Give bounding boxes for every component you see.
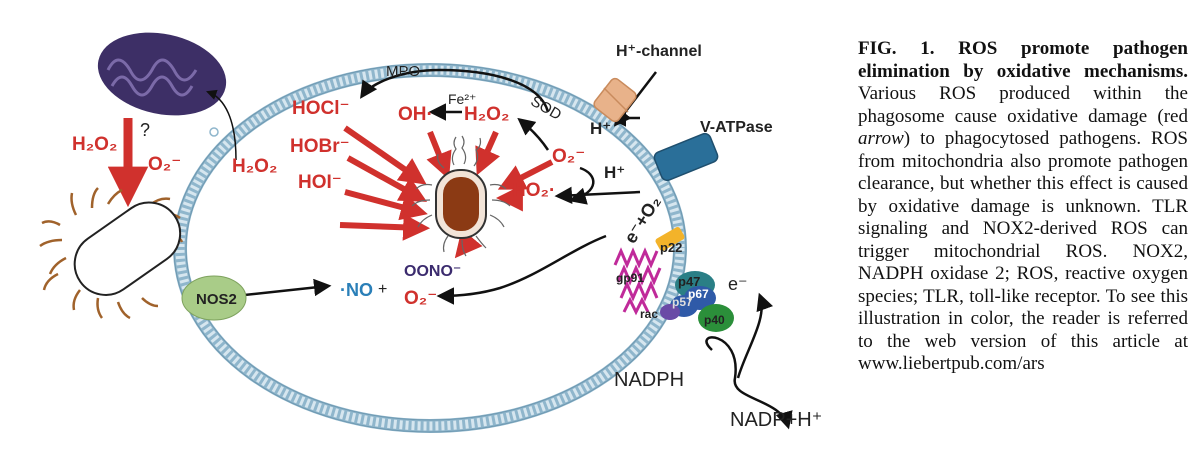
label-mito-h2o2: H₂O₂: [72, 134, 117, 155]
label-oh: OH·: [398, 104, 433, 125]
label-hoi: HOI⁻: [298, 172, 342, 193]
label-question-mark: ?: [140, 120, 150, 140]
label-nos2: NOS2: [196, 291, 237, 308]
label-p47: p47: [678, 274, 700, 289]
caption-text-1: Various ROS produced within the phagosom…: [858, 83, 1188, 127]
label-p67: p67: [688, 287, 709, 301]
phagosome-diagram: H₂O₂ O₂⁻ ? H₂O₂ MPO Fe²⁺ SOD HOCl⁻ HOBr⁻…: [39, 32, 822, 433]
label-no: ·NO: [340, 280, 373, 300]
label-e-minus: e⁻: [728, 274, 748, 294]
nos2-enzyme: [181, 275, 247, 321]
label-nadp: NADP+H⁺: [730, 409, 822, 431]
caption-title: FIG. 1. ROS promote pathogen elimination…: [858, 38, 1188, 82]
label-h-plus-2: H⁺: [604, 163, 625, 182]
label-plus: +: [378, 281, 387, 298]
caption-text-2: ) to phagocytosed pathogens. ROS from mi…: [858, 128, 1188, 374]
label-fe2: Fe²⁺: [448, 91, 476, 107]
mitochondrion-icon: [97, 32, 227, 116]
label-vatpase: V-ATPase: [700, 119, 773, 136]
label-mito-o2: O₂⁻: [148, 154, 181, 175]
pathogen-icon: [411, 135, 511, 257]
label-oono: OONO⁻: [404, 263, 461, 280]
label-hobr: HOBr⁻: [290, 136, 350, 157]
caption-arrow-word: arrow: [858, 128, 904, 149]
label-ho2: HO₂·: [512, 180, 555, 201]
label-h2o2: H₂O₂: [464, 104, 509, 125]
label-nadph: NADPH: [614, 369, 684, 391]
label-h-channel: H⁺-channel: [616, 43, 702, 60]
label-gp91: gp91: [616, 271, 644, 285]
label-p57: p57: [672, 295, 693, 309]
label-o2-lower: O₂⁻: [404, 288, 437, 309]
label-o2: O₂⁻: [552, 146, 585, 167]
label-p40: p40: [704, 313, 725, 327]
label-mpo: MPO: [386, 63, 420, 80]
oxidative-damage-arrows: [339, 125, 554, 259]
label-rac: rac: [640, 307, 658, 321]
figure-caption: FIG. 1. ROS promote pathogen elimination…: [858, 38, 1188, 376]
label-hocl: HOCl⁻: [292, 98, 350, 119]
label-membrane-h2o2: H₂O₂: [232, 156, 277, 177]
label-p22: p22: [660, 240, 682, 255]
h-channel-icon: [593, 77, 637, 123]
v-atpase-icon: [653, 132, 719, 182]
label-h-plus-1: H⁺: [590, 119, 611, 138]
nox2-complex: [613, 227, 734, 332]
outer-bacterium-icon: [39, 187, 184, 320]
